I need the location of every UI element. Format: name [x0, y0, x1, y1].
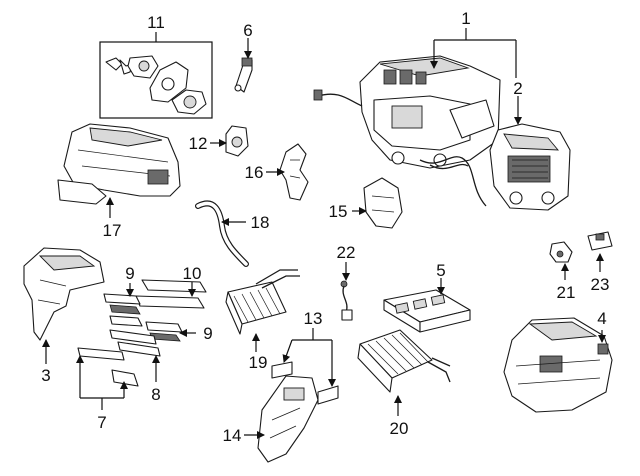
seal-set-10-part[interactable]	[135, 279, 207, 309]
evaporator-core-part[interactable]	[357, 329, 451, 393]
seal-set-13-part[interactable]	[271, 361, 339, 405]
callout-13: 13	[304, 309, 323, 328]
leader-lines	[42, 28, 606, 439]
callout-12: 12	[189, 134, 208, 153]
actuator-kit-part[interactable]	[99, 41, 213, 119]
callout-2: 2	[513, 79, 522, 98]
callout-16: 16	[245, 163, 264, 182]
bracket-16-part[interactable]	[279, 143, 309, 201]
callout-9-lower: 9	[203, 324, 212, 343]
callout-3: 3	[41, 366, 50, 385]
callout-8: 8	[151, 385, 160, 404]
callout-4: 4	[597, 309, 606, 328]
bracket-15-part[interactable]	[363, 177, 403, 229]
seal-set-7-part[interactable]	[77, 347, 139, 387]
callout-19: 19	[249, 353, 268, 372]
heater-case-part[interactable]	[57, 123, 181, 205]
callout-15: 15	[329, 202, 348, 221]
blower-housing-part[interactable]	[489, 123, 571, 211]
callout-5: 5	[436, 261, 445, 280]
callout-23: 23	[591, 275, 610, 294]
callout-7: 7	[97, 413, 106, 432]
hvac-case-assembly-part[interactable]	[313, 55, 501, 207]
sensor-21-part[interactable]	[549, 241, 573, 263]
callout-14: 14	[223, 426, 242, 445]
callout-20: 20	[390, 419, 409, 438]
callout-18: 18	[251, 213, 270, 232]
callout-labels: 1 2 3 4 5 6 7 8 9 9 10 11 12 13 14 15 16…	[41, 9, 609, 445]
sensor-23-part[interactable]	[587, 231, 613, 251]
callout-21: 21	[557, 283, 576, 302]
callout-10: 10	[183, 264, 202, 283]
heater-core-part[interactable]	[225, 269, 300, 335]
evaporator-case-part[interactable]	[503, 317, 613, 413]
rear-duct-part[interactable]	[257, 375, 319, 463]
callout-9-upper: 9	[125, 264, 134, 283]
temp-sensor-part[interactable]	[340, 280, 353, 321]
mode-actuator-part[interactable]	[225, 125, 249, 157]
callout-22: 22	[337, 243, 356, 262]
cabin-filter-part[interactable]	[383, 289, 471, 333]
callout-6: 6	[243, 21, 252, 40]
sensor-probe-part[interactable]	[234, 57, 253, 93]
callout-1: 1	[461, 9, 470, 28]
seal-set-8-part[interactable]	[109, 329, 161, 357]
callout-11: 11	[147, 13, 165, 32]
floor-duct-part[interactable]	[23, 247, 105, 341]
seal-set-9-upper-part[interactable]	[103, 293, 143, 327]
drain-hose-part[interactable]	[195, 200, 249, 267]
callout-17: 17	[103, 221, 122, 240]
